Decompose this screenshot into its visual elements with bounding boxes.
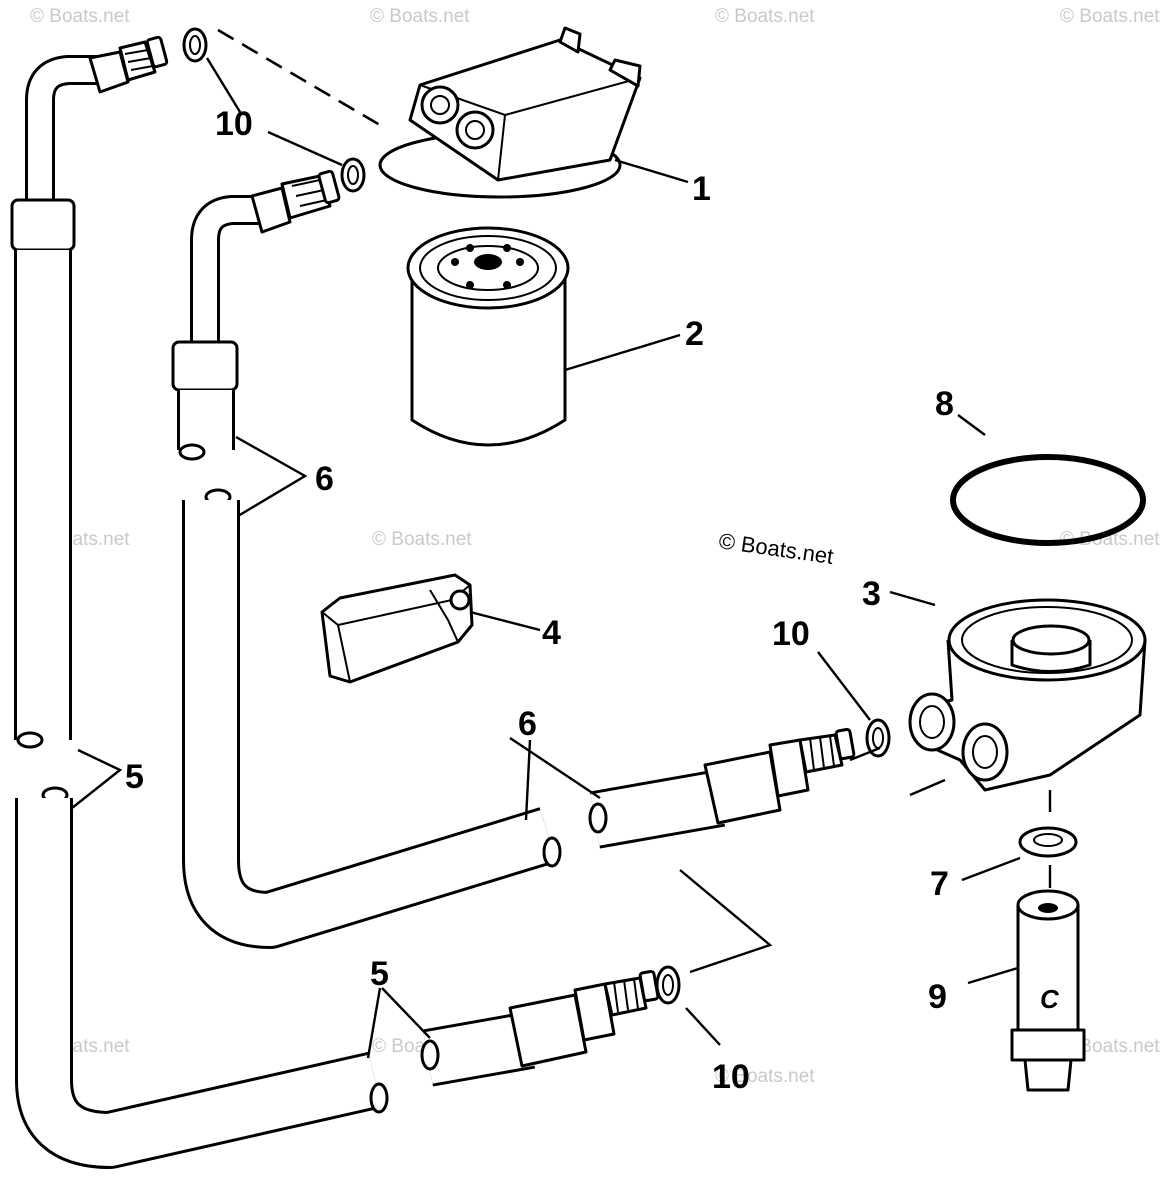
- alignment-marks: [849, 746, 1052, 888]
- callout-6-upper: 6: [315, 460, 334, 498]
- hose-assembly-left: [10, 35, 169, 749]
- watermark: © Boats.net: [30, 6, 130, 27]
- callout-10-right: 10: [772, 615, 810, 653]
- callout-9: 9: [928, 978, 947, 1016]
- part-7-washer: [1018, 826, 1078, 858]
- callout-6-lower: 6: [518, 705, 537, 743]
- hose-assembly-middle: [171, 169, 341, 461]
- callout-10-top: 10: [215, 105, 253, 143]
- copyright-watermark: © Boats.net: [717, 528, 835, 569]
- part-9-sensor: C: [1010, 889, 1086, 1092]
- hose-5-with-fitting: [420, 969, 660, 1087]
- callout-1: 1: [692, 170, 711, 208]
- dashed-alignment-line: [217, 28, 386, 130]
- watermark: © Boats.net: [372, 529, 472, 550]
- watermark: © Boats.net: [1060, 529, 1160, 550]
- callout-5-lower: 5: [370, 955, 389, 993]
- part-3-filter-mount: [908, 598, 1147, 792]
- watermark: © Boats.net: [370, 6, 470, 27]
- callout-4: 4: [542, 614, 561, 652]
- hose-6-with-fitting: [588, 727, 856, 849]
- callout-numbers: 1 2 3 4 5 5 6 6 7 8 9 10 10 10: [125, 105, 954, 1096]
- part-4-clip: [320, 573, 474, 684]
- hose-6-long: [182, 488, 562, 949]
- callout-8: 8: [935, 385, 954, 423]
- part-1-filter-adapter: [378, 26, 642, 199]
- watermark: © Boats.net: [715, 6, 815, 27]
- callout-5-upper: 5: [125, 758, 144, 796]
- part-2-oil-filter: [406, 226, 570, 447]
- callout-7: 7: [930, 865, 949, 903]
- callout-3: 3: [862, 575, 881, 613]
- watermark: © Boats.net: [715, 1066, 815, 1087]
- hose-5-long: [15, 786, 389, 1169]
- watermark: © Boats.net: [1060, 6, 1160, 27]
- callout-10-bottom: 10: [712, 1058, 750, 1096]
- leader-lines: [71, 57, 1021, 1059]
- callout-2: 2: [685, 315, 704, 353]
- sensor-letter: C: [1040, 984, 1060, 1014]
- part-8-o-ring: [950, 454, 1146, 546]
